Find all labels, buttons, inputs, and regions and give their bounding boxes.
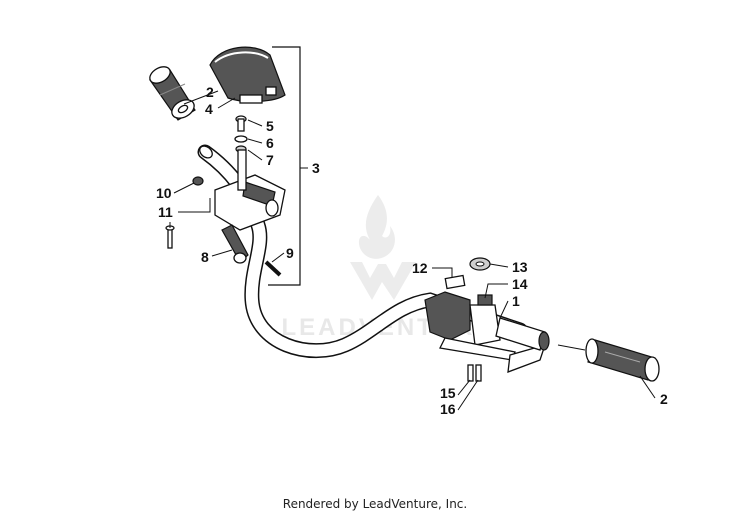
right-grip [585,338,660,382]
callout-3: 3 [312,160,320,176]
callout-13: 13 [512,259,528,275]
screws-15-16 [467,364,482,382]
brake-assembly [424,291,547,373]
switch-block [214,149,286,231]
washer-6 [234,135,248,143]
screw-11 [165,225,175,249]
washer-13 [469,257,491,271]
screw-9 [264,260,282,277]
callout-2-top: 2 [206,84,214,100]
callout-14: 14 [512,276,528,292]
left-grip [149,66,196,121]
callout-7: 7 [266,152,274,168]
callout-16: 16 [440,401,456,417]
nut-10 [192,176,204,186]
callout-1: 1 [512,293,520,309]
throttle-lever-8 [221,224,249,264]
callout-2-right: 2 [660,391,668,407]
callout-15: 15 [440,385,456,401]
reservoir-cap-12 [444,274,466,290]
leader-lines [169,90,656,411]
callout-11: 11 [158,204,173,220]
assembly-bracket [268,46,301,286]
callout-9: 9 [286,245,294,261]
callout-10: 10 [156,185,172,201]
callout-6: 6 [266,135,274,151]
screw-5 [235,115,247,132]
switch-housing-cover [209,46,286,104]
callout-12: 12 [412,260,428,276]
grip-sleeve-1 [495,317,550,351]
callout-5: 5 [266,118,274,134]
callout-4: 4 [205,101,213,117]
footer-credit: Rendered by LeadVenture, Inc. [282,497,468,511]
callout-8: 8 [201,249,209,265]
